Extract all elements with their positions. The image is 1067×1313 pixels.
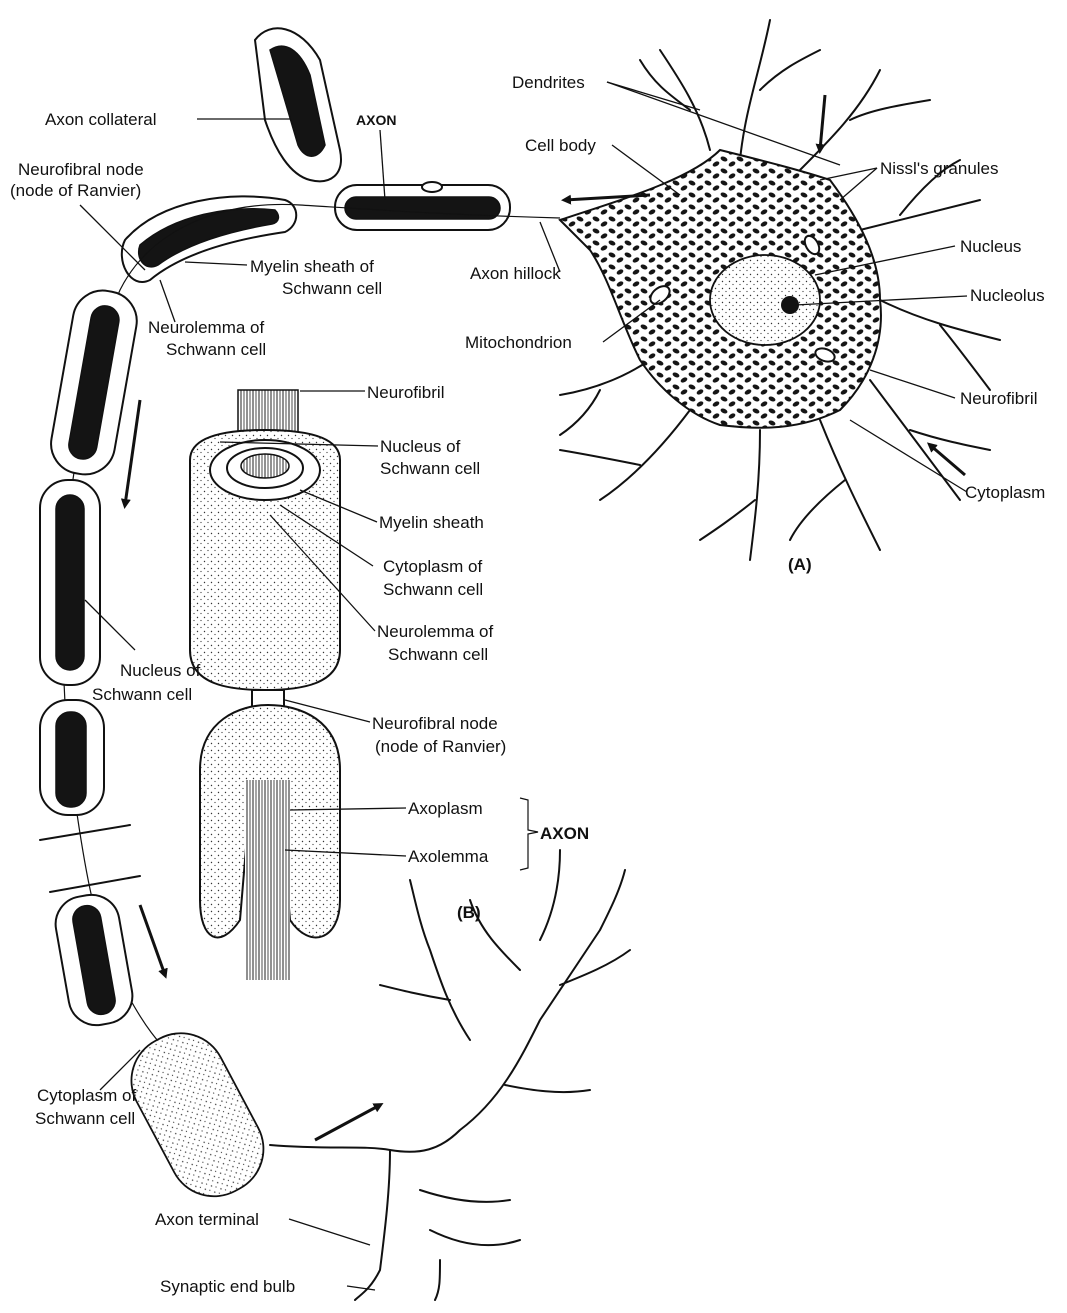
label-neurolemma-a1: Neurolemma of [148, 318, 264, 337]
label-nissls-granules: Nissl's granules [880, 159, 999, 178]
label-nucleus-schwann-left2: Schwann cell [92, 685, 192, 704]
label-myelin-sheath-b: Myelin sheath [379, 513, 484, 532]
myelin-cross-section [190, 390, 340, 980]
label-cytoplasm-schwann-b1: Cytoplasm of [383, 557, 482, 576]
label-nucleolus: Nucleolus [970, 286, 1045, 305]
label-mitochondrion: Mitochondrion [465, 333, 572, 352]
label-dendrites: Dendrites [512, 73, 585, 92]
terminal-schwann-cell [116, 1017, 280, 1212]
nucleus-shape [710, 255, 820, 345]
label-neurofibral-node-b1: Neurofibral node [372, 714, 498, 733]
label-synaptic-end-bulb: Synaptic end bulb [160, 1277, 295, 1296]
flow-arrow-2 [820, 95, 825, 150]
label-axon-collateral: Axon collateral [45, 110, 157, 129]
label-cytoplasm-schwann-b2: Schwann cell [383, 580, 483, 599]
label-neurofibral-node-a2: (node of Ranvier) [10, 181, 141, 200]
label-neurofibral-node-b2: (node of Ranvier) [375, 737, 506, 756]
label-cell-body: Cell body [525, 136, 596, 155]
label-nucleus-schwann-left1: Nucleus of [120, 661, 201, 680]
label-axoplasm: Axoplasm [408, 799, 483, 818]
label-panel-a: (A) [788, 555, 812, 574]
label-axon-brace: AXON [540, 824, 589, 843]
label-axon-top: AXON [356, 112, 396, 128]
label-cytoplasm-schwann-left2: Schwann cell [35, 1109, 135, 1128]
flow-arrow-3 [125, 400, 140, 505]
label-neurofibral-node-a1: Neurofibral node [18, 160, 144, 179]
label-cytoplasm-a: Cytoplasm [965, 483, 1045, 502]
label-nucleus-schwann-b1: Nucleus of [380, 437, 461, 456]
myelin-segment-v3-core [56, 712, 86, 807]
axoplasm-fibers [245, 780, 290, 980]
label-neurofibril-a: Neurofibril [960, 389, 1037, 408]
neuron-cell-body-group [560, 20, 1000, 560]
label-myelin-sheath-a1: Myelin sheath of [250, 257, 374, 276]
label-nucleus: Nucleus [960, 237, 1021, 256]
label-neurolemma-b2: Schwann cell [388, 645, 488, 664]
myelin-segment-v2-core [56, 495, 84, 670]
flow-arrow-6 [930, 445, 965, 475]
label-panel-b: (B) [457, 903, 481, 922]
label-axolemma: Axolemma [408, 847, 489, 866]
label-neurolemma-a2: Schwann cell [166, 340, 266, 359]
label-myelin-sheath-a2: Schwann cell [282, 279, 382, 298]
label-neurolemma-b1: Neurolemma of [377, 622, 493, 641]
label-axon-hillock: Axon hillock [470, 264, 561, 283]
axon-break-line-2 [50, 876, 140, 892]
label-cytoplasm-schwann-left1: Cytoplasm of [37, 1086, 136, 1105]
flow-arrow-5 [315, 1105, 380, 1140]
label-nucleus-schwann-b2: Schwann cell [380, 459, 480, 478]
flow-arrow-4 [140, 905, 165, 975]
schwann-nucleus-dot [422, 182, 442, 192]
axon-break-line [40, 825, 130, 840]
myelin-spiral-core [241, 454, 289, 478]
label-axon-terminal: Axon terminal [155, 1210, 259, 1229]
label-neurofibril-b: Neurofibril [367, 383, 444, 402]
myelin-segment-core [345, 197, 500, 219]
